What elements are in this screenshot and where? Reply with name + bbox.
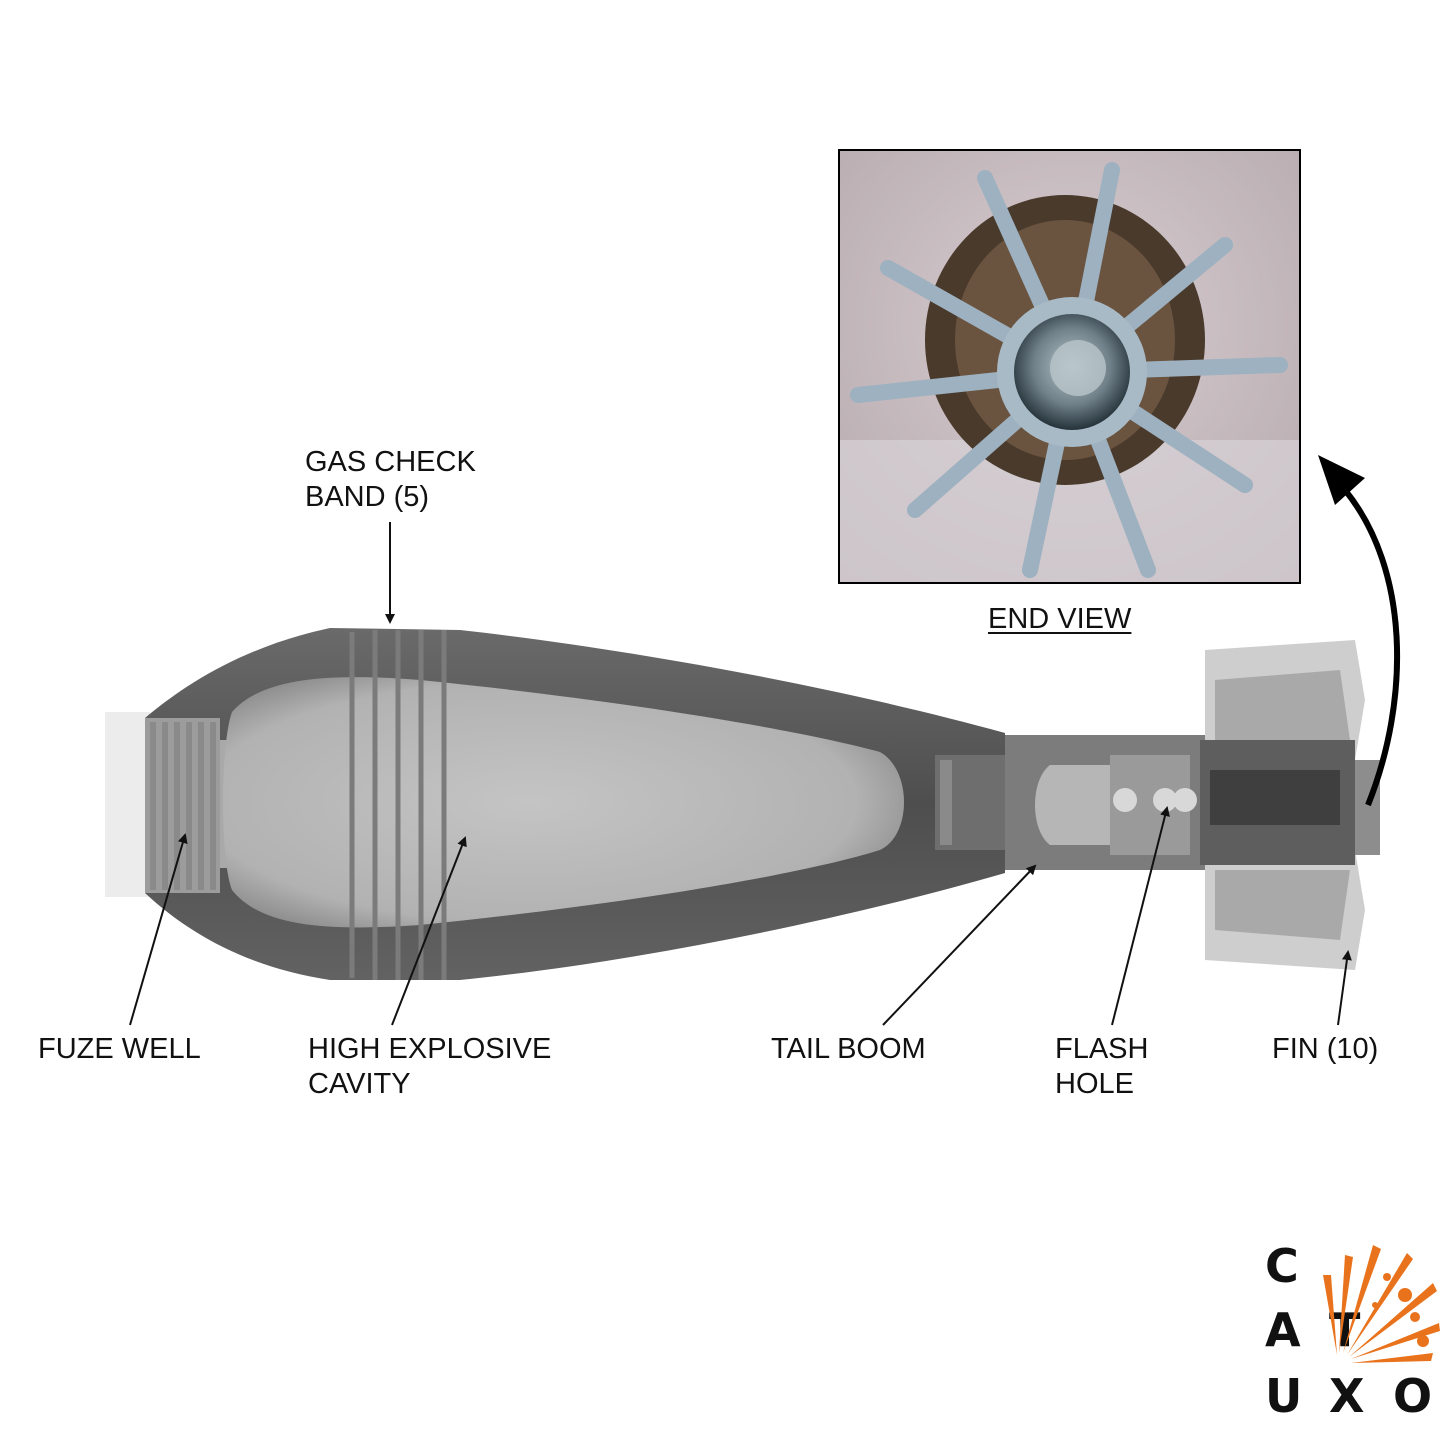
end-view-photo — [838, 149, 1301, 584]
gas-check-bands — [349, 630, 447, 980]
flash-hole-label: FLASH HOLE — [1055, 1033, 1149, 1100]
logo-letter-c: C — [1265, 1239, 1299, 1293]
end-view-caption: END VIEW — [988, 603, 1132, 635]
logo-letter-o: O — [1393, 1369, 1433, 1423]
leader-arrows — [129, 522, 1352, 1026]
tail-boom-label: TAIL BOOM — [771, 1033, 926, 1065]
logo-letter-x: X — [1329, 1369, 1365, 1423]
high-explosive-cavity-label: HIGH EXPLOSIVE CAVITY — [308, 1033, 552, 1100]
logo-letter-a: A — [1265, 1303, 1301, 1357]
fuze-well-label: FUZE WELL — [38, 1033, 201, 1065]
fin-assembly — [1200, 640, 1380, 970]
explosion-burst-icon — [1323, 1245, 1440, 1363]
fuze-well-arrow — [129, 833, 188, 1026]
mortar-xray-image — [105, 628, 1380, 980]
catuxo-logo: C A T U X O — [1243, 1227, 1448, 1443]
flash-hole-arrow — [1111, 806, 1170, 1026]
flash-hole — [1113, 788, 1137, 812]
tail-boom-arrow — [882, 864, 1037, 1026]
fuze-plug-ghost — [105, 712, 150, 897]
fin-label: FIN (10) — [1272, 1033, 1379, 1065]
cavity-arrow — [391, 836, 467, 1026]
fin-arrow — [1337, 950, 1352, 1026]
curved-arrow-icon — [1318, 455, 1400, 807]
gas-check-band-label: GAS CHECK BAND (5) — [305, 446, 476, 513]
tail-boom — [1005, 735, 1205, 870]
logo-letter-u: U — [1265, 1369, 1303, 1423]
high-explosive-cavity — [223, 677, 904, 928]
